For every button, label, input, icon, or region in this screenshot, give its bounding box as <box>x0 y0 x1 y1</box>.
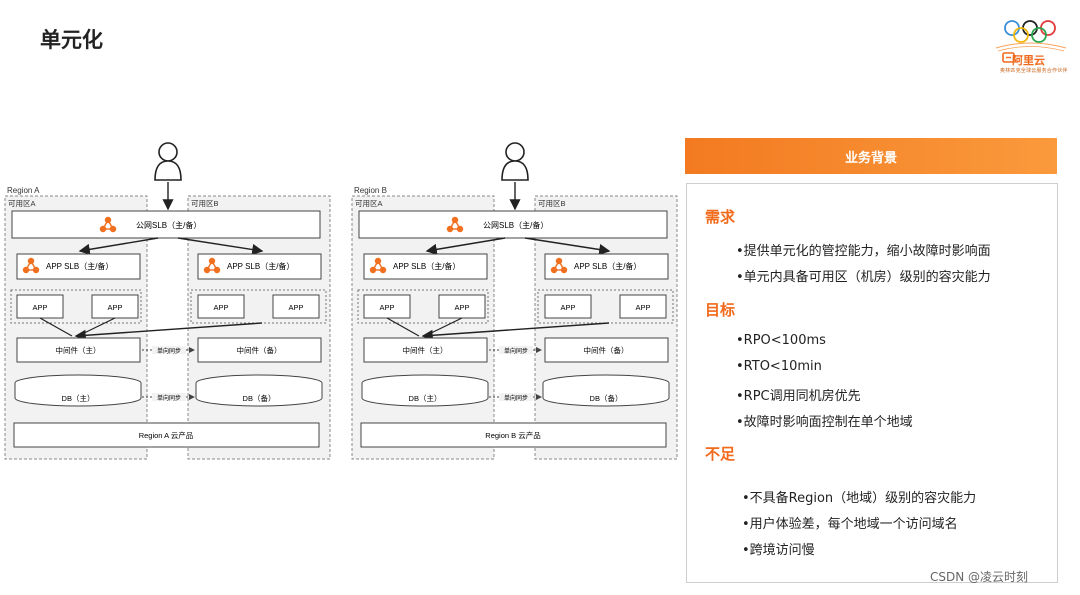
svg-text:APP: APP <box>213 303 228 312</box>
logo-text: 阿里云 <box>1012 54 1045 67</box>
svg-text:APP: APP <box>107 303 122 312</box>
middleware-backup <box>544 337 669 363</box>
middleware-primary <box>363 337 488 363</box>
svg-text:单向同步: 单向同步 <box>504 347 528 355</box>
list-item: •提供单元化的管控能力，缩小故障时影响面 <box>736 244 991 259</box>
svg-text:APP: APP <box>288 303 303 312</box>
svg-text:单向同步: 单向同步 <box>157 394 181 402</box>
svg-text:可用区B: 可用区B <box>538 199 566 208</box>
svg-text:APP SLB（主/备）: APP SLB（主/备） <box>46 261 113 271</box>
svg-text:Region B 云产品: Region B 云产品 <box>485 430 540 440</box>
svg-text:APP SLB（主/备）: APP SLB（主/备） <box>574 261 641 271</box>
region-a-label: Region A <box>7 186 40 195</box>
list-item: •不具备Region（地域）级别的容灾能力 <box>742 491 977 506</box>
user-icon <box>154 142 182 181</box>
svg-text:APP: APP <box>454 303 469 312</box>
app-slb-b <box>544 253 669 280</box>
panel-box <box>686 183 1058 583</box>
svg-text:DB（备）: DB（备） <box>590 393 623 403</box>
app-slb-b <box>197 253 322 280</box>
svg-text:DB（主）: DB（主） <box>409 393 442 403</box>
svg-text:可用区A: 可用区A <box>8 199 36 208</box>
olympic-rings-logo <box>995 20 1067 63</box>
list-item: •用户体验差，每个地域一个访问域名 <box>742 517 958 532</box>
svg-text:中间件（备）: 中间件（备） <box>237 345 282 355</box>
section-title-goals: 目标 <box>705 301 736 319</box>
middleware-primary <box>16 337 141 363</box>
public-slb <box>358 210 668 239</box>
user-icon <box>501 142 529 181</box>
panel-header: 业务背景 <box>685 138 1057 174</box>
list-item: •RPC调用同机房优先 <box>736 389 861 404</box>
svg-text:DB（备）: DB（备） <box>243 393 276 403</box>
svg-text:公网SLB（主/备）: 公网SLB（主/备） <box>136 220 201 230</box>
database-backup-icon <box>195 374 323 407</box>
watermark: CSDN @凌云时刻 <box>930 570 1029 584</box>
svg-text:中间件（主）: 中间件（主） <box>56 345 101 355</box>
svg-text:公网SLB（主/备）: 公网SLB（主/备） <box>483 220 548 230</box>
svg-text:APP: APP <box>379 303 394 312</box>
svg-text:中间件（备）: 中间件（备） <box>584 345 629 355</box>
svg-text:单向同步: 单向同步 <box>157 347 181 355</box>
app-slb-a <box>16 253 141 280</box>
svg-text:APP SLB（主/备）: APP SLB（主/备） <box>393 261 460 271</box>
svg-text:可用区B: 可用区B <box>191 199 219 208</box>
list-item: •跨境访问慢 <box>742 543 815 558</box>
svg-text:Region A 云产品: Region A 云产品 <box>139 430 194 440</box>
section-title-shortcomings: 不足 <box>705 445 736 463</box>
app-slb-a <box>363 253 488 280</box>
section-title-requirements: 需求 <box>705 208 736 226</box>
region-b: Region B 可用区A 可用区B 公网SLB（主/备） APP SLB（主/… <box>351 142 678 460</box>
cloud-products <box>360 422 667 448</box>
region-b-label: Region B <box>354 186 387 195</box>
database-backup-icon <box>542 374 670 407</box>
logo-tagline: 奥林匹克全球云服务合作伙伴 <box>1000 68 1068 74</box>
public-slb <box>11 210 321 239</box>
cloud-products <box>13 422 320 448</box>
region-a: Region A 可用区A 可用区B 公网SLB（主/备） APP SLB（主/… <box>4 142 331 460</box>
svg-text:APP: APP <box>635 303 650 312</box>
alibaba-cloud-icon <box>1002 52 1015 63</box>
slide-title: 单元化 <box>40 28 103 52</box>
list-item: •RTO<10min <box>736 359 822 374</box>
svg-text:单向同步: 单向同步 <box>504 394 528 402</box>
database-primary-icon <box>361 374 489 407</box>
list-item: •故障时影响面控制在单个地域 <box>736 415 913 430</box>
list-item: •RPO<100ms <box>736 333 826 348</box>
svg-text:中间件（主）: 中间件（主） <box>403 345 448 355</box>
svg-text:APP: APP <box>32 303 47 312</box>
svg-text:APP SLB（主/备）: APP SLB（主/备） <box>227 261 294 271</box>
svg-text:可用区A: 可用区A <box>355 199 383 208</box>
svg-text:APP: APP <box>560 303 575 312</box>
database-primary-icon <box>14 374 142 407</box>
list-item: •单元内具备可用区（机房）级别的容灾能力 <box>736 270 991 285</box>
architecture-diagram: Region A 可用区A 可用区B 公网SLB（主/备） APP SLB（主/… <box>4 142 678 460</box>
svg-text:DB（主）: DB（主） <box>62 393 95 403</box>
middleware-backup <box>197 337 322 363</box>
